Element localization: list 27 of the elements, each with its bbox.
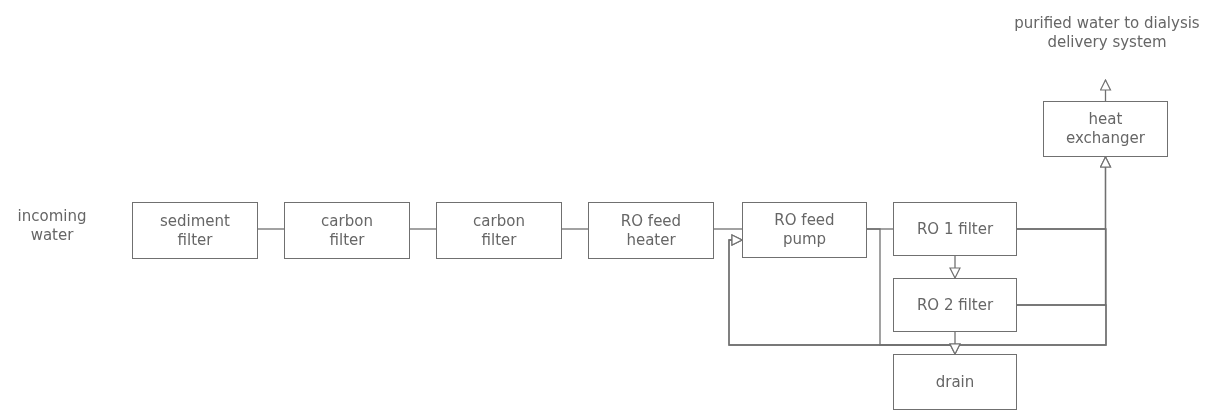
connector-line xyxy=(257,228,285,230)
box-label: carbon filter xyxy=(472,211,526,250)
box-label: carbon filter xyxy=(320,211,374,250)
connector-line xyxy=(713,228,743,230)
process-box xyxy=(1043,101,1168,157)
box-label: RO feed pump xyxy=(773,211,836,249)
process-box xyxy=(588,202,714,259)
outlet-label: purified water to dialysis delivery system xyxy=(1013,14,1201,52)
process-box xyxy=(893,278,1017,332)
flow-arrow xyxy=(866,228,961,355)
process-box xyxy=(132,202,258,259)
inlet-label: incoming water xyxy=(16,207,88,245)
process-box xyxy=(742,202,867,258)
box-label: sediment filter xyxy=(159,211,231,250)
box-label: heat exchanger xyxy=(1065,110,1146,148)
process-box xyxy=(893,202,1017,256)
connector-line xyxy=(561,228,589,230)
box-label: RO feed heater xyxy=(619,211,683,250)
process-box xyxy=(893,354,1017,410)
box-label: RO 2 filter xyxy=(916,295,994,315)
flow-arrow xyxy=(949,255,961,279)
process-box xyxy=(436,202,562,259)
process-box xyxy=(284,202,410,259)
box-label: drain xyxy=(935,372,975,392)
connector-line xyxy=(409,228,437,230)
flow-arrow xyxy=(1099,79,1112,102)
box-label: RO 1 filter xyxy=(916,219,994,239)
